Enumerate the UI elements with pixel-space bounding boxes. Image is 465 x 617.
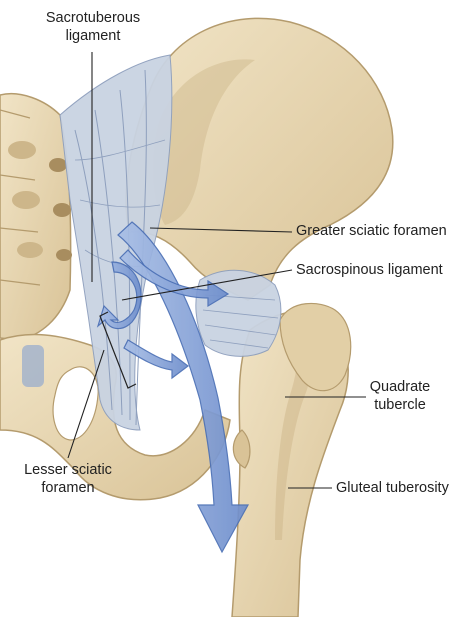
- leader-lines: [67, 52, 366, 489]
- label-sacrotuberous-ligament: Sacrotuberous ligament: [38, 9, 148, 45]
- label-sacrospinous-text: Sacrospinous ligament: [296, 262, 443, 278]
- label-lesser-sciatic-foramen: Lesser sciatic foramen: [12, 461, 124, 497]
- label-greater-sciatic-foramen: Greater sciatic foramen: [296, 222, 447, 240]
- label-sacrotuberous-line1: Sacrotuberous: [45, 10, 141, 26]
- label-quadrate-line2: tubercle: [374, 397, 426, 413]
- leader-greater-sciatic: [149, 227, 293, 233]
- flow-arrows: [96, 221, 250, 554]
- label-quadrate-line1: Quadrate: [369, 379, 431, 395]
- pubic-symphysis: [22, 345, 44, 387]
- femur-shadow: [275, 330, 311, 540]
- leader-sacrospinous: [121, 269, 293, 301]
- label-gluteal-text: Gluteal tuberosity: [336, 480, 449, 496]
- sacrum: [0, 93, 72, 341]
- obturator-foramen: [52, 366, 99, 441]
- label-gluteal-tuberosity: Gluteal tuberosity: [336, 479, 449, 497]
- label-lesser-line2: foramen: [41, 480, 95, 496]
- label-greater-sciatic-text: Greater sciatic foramen: [296, 223, 447, 239]
- lesser-trochanter: [232, 429, 251, 469]
- lesser-foramen-bracket: [99, 311, 137, 389]
- sacrotuberous-ligament-fibres: [59, 54, 173, 431]
- greater-trochanter: [279, 302, 352, 392]
- label-quadrate-tubercle: Quadrate tubercle: [360, 378, 440, 414]
- label-sacrospinous-ligament: Sacrospinous ligament: [296, 261, 443, 279]
- lower-arrow: [123, 339, 189, 380]
- leader-lesser-sciatic: [67, 349, 105, 459]
- long-arrow: [117, 221, 250, 554]
- label-sacrotuberous-line2: ligament: [65, 28, 121, 44]
- label-lesser-line1: Lesser sciatic: [24, 462, 112, 478]
- ilium-shadow: [153, 59, 255, 226]
- upper-arrow: [119, 249, 230, 308]
